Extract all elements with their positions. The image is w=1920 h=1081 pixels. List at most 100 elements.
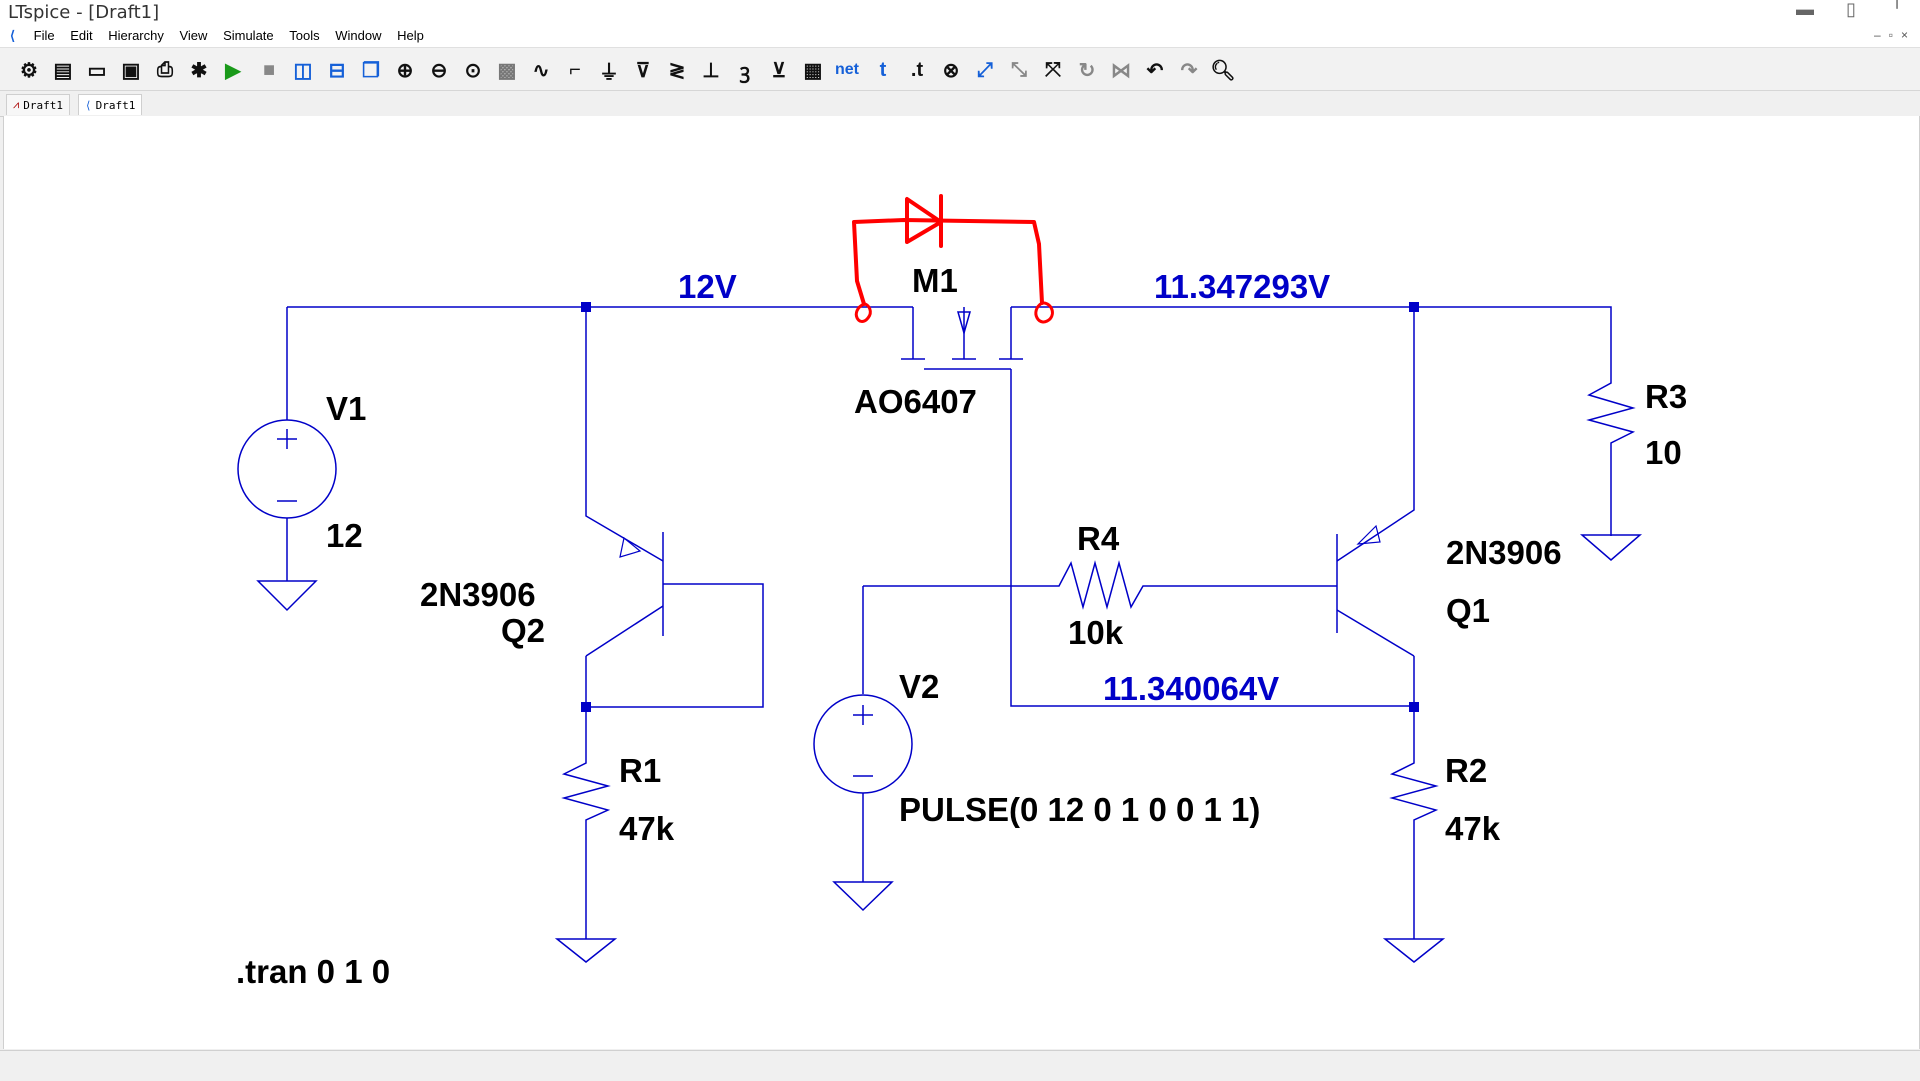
menu-simulate[interactable]: Simulate [223,28,274,43]
control-panel-icon[interactable]: ✱ [190,59,208,82]
tab-label: Draft1 [95,98,136,112]
minimize-button[interactable]: ▬ [1796,0,1814,19]
r2-value: 47k [1445,810,1501,847]
text-icon[interactable]: t [879,58,887,81]
q2-model: 2N3906 [420,576,536,613]
menu-hierarchy[interactable]: Hierarchy [108,28,164,43]
r3-name: R3 [1645,378,1687,415]
maximize-button[interactable]: ▯ [1846,0,1856,19]
m1-model: AO6407 [854,383,977,420]
spice-directive-icon[interactable]: .t [910,58,924,81]
transistor-q2 [585,510,664,657]
undo-icon[interactable]: ↶ [1146,59,1164,82]
node-voltage-gate: 11.340064V [1103,670,1279,707]
menu-help[interactable]: Help [397,28,424,43]
open-icon[interactable]: ▭ [87,59,107,82]
print-icon[interactable]: ⎙ [157,58,173,81]
junction-dot [1409,302,1419,312]
ground-symbol-v1 [256,580,318,612]
r4-name: R4 [1077,520,1120,557]
ground-symbol-r3 [1579,534,1643,561]
resistor-icon[interactable]: ≷ [668,59,686,82]
junction-dot [1409,702,1419,712]
m1-name: M1 [912,262,958,299]
ground-icon[interactable]: ⏚ [599,61,619,84]
net-label-icon[interactable]: net [835,61,859,78]
inductor-icon[interactable]: ꝫ [739,60,751,83]
mirror-icon[interactable]: ⋈ [1111,59,1131,82]
mosfet-m1 [901,307,1023,370]
v2-value: PULSE(0 12 0 1 0 0 1 1) [899,791,1260,828]
v2-name: V2 [899,668,939,705]
menu-edit[interactable]: Edit [70,28,93,43]
settings-icon[interactable]: ⚙ [20,59,38,82]
save-icon[interactable]: ▣ [121,59,141,82]
spice-directive: .tran 0 1 0 [236,953,390,990]
red-annotation-diode [852,194,1054,324]
rotate-icon[interactable]: ↻ [1078,59,1096,82]
resistor-r1 [561,751,611,826]
find-icon[interactable]: 🔍︎ [1210,59,1236,82]
menu-file[interactable]: File [33,28,55,43]
window-title: LTspice - [Draft1] [8,2,160,23]
probe-icon[interactable]: ⊽ [635,59,651,82]
r3-value: 10 [1645,434,1682,471]
tab-schematic[interactable]: ⟨ Draft1 [78,94,143,115]
junction-dot [581,302,591,312]
component-icon[interactable]: ▦ [803,59,823,82]
transistor-q1 [1336,506,1415,657]
doc-minimize-button[interactable]: – [1874,28,1881,42]
resistor-r3 [1586,371,1636,455]
resistor-r4 [1047,560,1147,610]
wire-gate-node [1010,369,1413,707]
tab-label: Draft1 [23,98,63,112]
v1-name: V1 [326,390,366,427]
r4-value: 10k [1068,614,1124,651]
wire-icon[interactable]: ⌐ [569,58,581,81]
tab-waveform[interactable]: ⩘ Draft1 [6,94,70,115]
junction-dot [581,702,591,712]
redo-icon[interactable]: ↷ [1180,59,1198,82]
document-window-controls: – ▫ × [1874,28,1908,42]
diode-icon[interactable]: ⊻ [771,59,787,82]
menu-window[interactable]: Window [335,28,382,43]
zoom-fit-icon[interactable]: ⊙ [464,59,482,82]
tile-vertical-icon[interactable]: ◫ [293,59,313,82]
doc-close-button[interactable]: × [1900,28,1908,42]
v1-value: 12 [326,517,363,554]
new-schematic-icon[interactable]: ▤ [53,59,73,82]
run-icon[interactable]: ▶ [225,59,241,82]
status-bar [0,1050,1920,1081]
v2-source-symbol [813,694,913,794]
drag-icon[interactable]: ⤧ [1045,58,1061,81]
cascade-icon[interactable]: ❐ [362,59,380,82]
zoom-out-icon[interactable]: ⊖ [430,59,448,82]
capacitor-icon[interactable]: ⊥ [702,59,720,82]
close-button[interactable]: ╵ [1891,0,1903,19]
zoom-pan-icon[interactable]: ▩ [497,59,517,82]
wire-q2-base-loop [586,583,764,708]
schematic-tab-icon: ⟨ [85,98,92,112]
duplicate-icon[interactable]: ⤢ [977,58,993,81]
menu-tools[interactable]: Tools [289,28,320,43]
waveform-icon[interactable]: ∿ [532,59,550,82]
zoom-in-icon[interactable]: ⊕ [396,59,414,82]
r1-name: R1 [619,752,661,789]
ltspice-icon[interactable]: ⟨ [10,28,16,43]
schematic-drawing: V1 12 M1 AO6407 2N3906 Q2 2N3906 Q1 R4 1… [236,194,1687,990]
q1-model: 2N3906 [1446,534,1562,571]
v1-source-symbol [237,419,337,519]
node-voltage-source: 12V [678,268,737,305]
document-tabs: ⩘ Draft1 ⟨ Draft1 [0,92,1920,117]
halt-icon[interactable]: ■ [262,58,276,81]
move-icon[interactable]: ⤡ [1011,58,1027,81]
wire-top-right [1011,306,1612,371]
ground-symbol-r1 [554,938,618,963]
doc-restore-button[interactable]: ▫ [1888,28,1893,42]
menu-view[interactable]: View [179,28,208,43]
schematic-canvas[interactable]: V1 12 M1 AO6407 2N3906 Q2 2N3906 Q1 R4 1… [3,116,1920,1049]
tile-horizontal-icon[interactable]: ⊟ [328,59,346,82]
delete-icon[interactable]: ⊗ [942,59,960,82]
q1-name: Q1 [1446,592,1490,629]
window-controls: ▬ ▯ ╵ [1782,0,1920,26]
